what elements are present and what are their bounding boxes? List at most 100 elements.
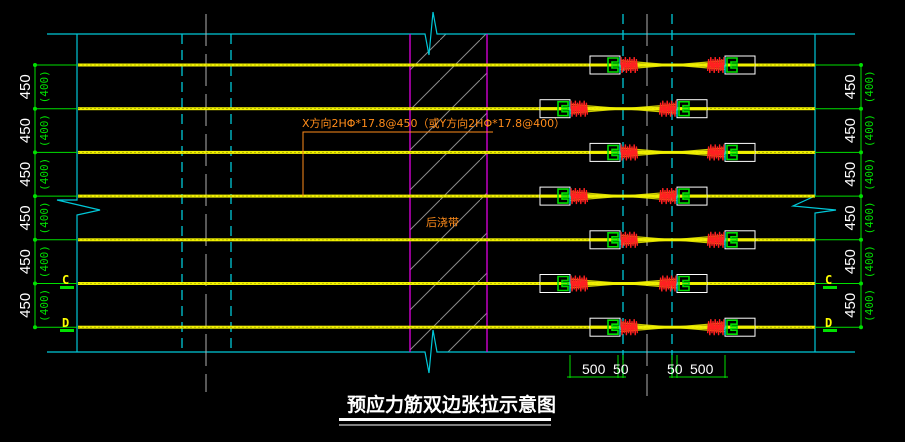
spacing-value: 450: [842, 293, 859, 318]
dimension-chain-right: 450 (400) 450 (400) 450 (400) 450 (400) 450 (400)…: [815, 63, 876, 330]
dim-50-right: 50: [667, 361, 683, 377]
spiral-rebar-right: [706, 144, 725, 161]
spacing-alt-value: (400): [38, 201, 51, 234]
axis-label-right-c: C: [825, 273, 832, 287]
spiral-rebar-left: [570, 188, 589, 205]
tendon-through-box: [590, 63, 620, 67]
strand: [569, 278, 678, 289]
spacing-alt-value: (400): [38, 158, 51, 191]
frame-left-edge: [56, 34, 101, 352]
spiral-rebar-right: [658, 275, 677, 292]
dimension-chain-left: 450 (400) 450 (400) 450 (400) 450 (400) 450 (400)…: [17, 63, 77, 330]
crossing-strands: [569, 191, 678, 202]
tendon-through-box: [725, 325, 755, 329]
anchor-wedge-icon: [607, 144, 619, 161]
crossing-strands: [569, 278, 678, 289]
anchor-wedge-icon: [726, 232, 738, 248]
spiral-rebar-left: [620, 231, 639, 248]
spacing-value: 450: [17, 205, 34, 230]
spiral-rebar-left: [620, 319, 639, 336]
anchor-wedge-icon: [726, 57, 738, 73]
strand: [569, 191, 678, 202]
spacing-alt-value: (400): [38, 70, 51, 103]
anchors: [539, 55, 756, 337]
anchor-head-right: [724, 57, 738, 73]
anchor-wedge-icon: [726, 319, 738, 335]
spiral-rebar-left: [570, 275, 589, 292]
tendon-through-box: [725, 63, 755, 67]
spiral-rebar-right: [706, 319, 725, 336]
spacing-value: 450: [842, 74, 859, 99]
spacing-value: 450: [842, 162, 859, 187]
tendon-note-text: X方向2HΦ*17.8@450（或Y方向2HΦ*17.8@400）: [302, 116, 565, 130]
tendon-through-box: [677, 282, 707, 285]
dimension-tick: [33, 63, 37, 67]
axis-label-left-d: D: [62, 316, 69, 330]
dim-500-left: 500: [582, 361, 606, 377]
note-leader-line: [302, 131, 493, 196]
tendon-through-box: [725, 150, 755, 154]
dimension-tick: [859, 237, 863, 242]
anchor-wedge-icon: [726, 144, 738, 161]
spacing-value: 450: [17, 162, 34, 187]
anchor-wedge-icon: [557, 100, 569, 117]
spiral-rebar-right: [706, 231, 725, 248]
anchor-wedge-icon: [678, 100, 690, 117]
spiral-rebar-left: [570, 100, 589, 117]
tendon-note: X方向2HΦ*17.8@450（或Y方向2HΦ*17.8@400）: [302, 116, 565, 196]
anchor-wedge-icon: [607, 232, 619, 248]
spacing-alt-value: (400): [863, 158, 876, 191]
title-underline-thick: [339, 418, 551, 421]
anchor-head-left: [557, 275, 571, 292]
bottom-dimensions: [567, 355, 728, 378]
spacing-alt-value: (400): [863, 70, 876, 103]
anchor-head-right: [724, 144, 738, 161]
crossing-strands: [569, 103, 678, 114]
spacing-alt-value: (400): [38, 289, 51, 322]
anchor-head-left: [557, 100, 571, 117]
dimension-tick: [33, 194, 37, 199]
drawing-title: 预应力筋双边张拉示意图: [347, 393, 556, 416]
dimension-tick: [33, 281, 37, 286]
tendon-through-box: [677, 194, 707, 198]
axis-labels: C D C D: [60, 273, 837, 332]
slab-frame: [47, 11, 855, 374]
tendon-through-box: [540, 107, 570, 111]
pour-strip-hatch: [410, 34, 487, 352]
dim-500-right: 500: [690, 361, 714, 377]
spacing-alt-value: (400): [38, 245, 51, 278]
spacing-alt-value: (400): [863, 289, 876, 322]
anchor-head-right: [724, 319, 738, 336]
dimension-tick: [859, 194, 863, 199]
anchor-head-right: [676, 188, 690, 205]
frame-right-edge: [790, 34, 837, 352]
anchor-wedge-icon: [607, 57, 619, 73]
spacing-alt-value: (400): [38, 114, 51, 147]
spacing-value: 450: [842, 249, 859, 274]
anchor-wedge-icon: [607, 319, 619, 335]
anchor-head-left: [607, 57, 621, 73]
anchor-wedge-icon: [678, 275, 690, 292]
spiral-rebar-right: [706, 56, 725, 74]
frame-bottom-edge: [47, 329, 855, 374]
dimension-tick: [859, 150, 863, 155]
spiral-rebar-right: [658, 100, 677, 117]
spacing-value: 450: [17, 74, 34, 99]
spacing-alt-value: (400): [863, 245, 876, 278]
spacing-value: 450: [17, 249, 34, 274]
anchor-head-right: [724, 231, 738, 248]
spacing-alt-value: (400): [863, 201, 876, 234]
spacing-alt-value: (400): [863, 114, 876, 147]
dimension-tick: [859, 63, 863, 67]
spacing-value: 450: [842, 118, 859, 143]
dimension-tick: [859, 325, 863, 330]
dimension-tick: [33, 325, 37, 330]
dimension-tick: [33, 237, 37, 242]
tendon-through-box: [725, 238, 755, 242]
dim-50-left: 50: [613, 361, 629, 377]
spiral-rebar-left: [620, 144, 639, 161]
dimension-tick: [33, 150, 37, 155]
anchor-head-left: [607, 231, 621, 248]
spacing-value: 450: [17, 293, 34, 318]
tendon-through-box: [590, 325, 620, 329]
